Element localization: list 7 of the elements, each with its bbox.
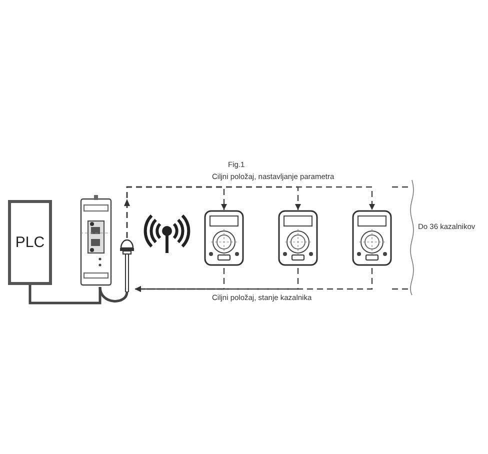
- dashed-arrow: [135, 268, 373, 292]
- plc-label: PLC: [15, 234, 45, 251]
- dashed-arrow: [126, 186, 375, 238]
- cable-line: [28, 285, 102, 304]
- dashed-arrow: [135, 268, 299, 292]
- cable-line: [98, 286, 128, 302]
- plc-box: [8, 200, 52, 285]
